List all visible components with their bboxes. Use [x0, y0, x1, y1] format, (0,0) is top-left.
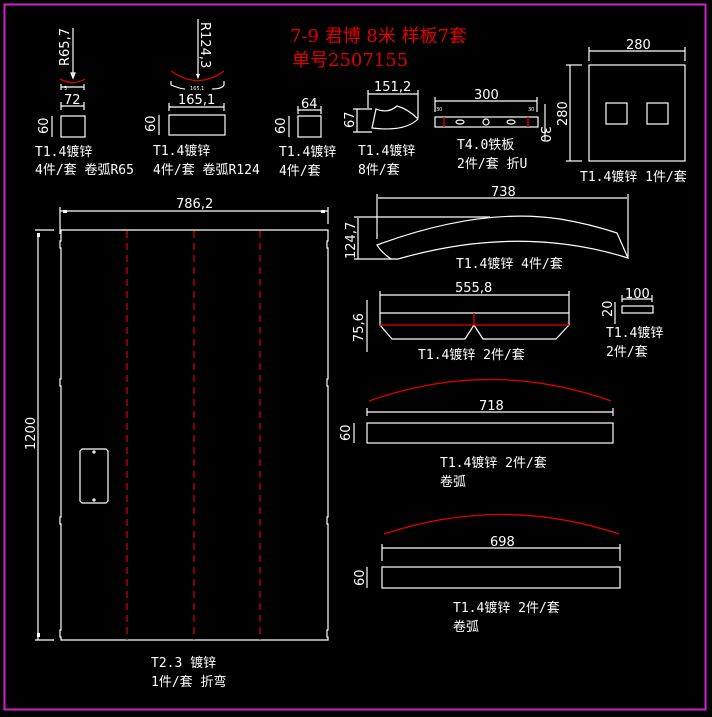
part-main-panel: 786,2 1200 T2.3 镀锌 1件/套 折弯: [24, 197, 329, 690]
part-strip-698: 698 60 T1.4镀锌 2件/套 卷弧: [353, 513, 621, 635]
height-label: 60: [353, 569, 368, 586]
height-label: 67: [343, 111, 358, 128]
part-square-64: 64 60 T1.4镀锌 4件/套: [274, 97, 336, 179]
height-label: 60: [274, 117, 289, 134]
width-label: 100: [625, 287, 650, 302]
arc-profile: [170, 70, 225, 82]
height-label: 60: [339, 424, 354, 441]
part-plate-280: 280 280 T1.4镀锌 1件/套: [556, 38, 687, 185]
part-curve-738: 738 124,7 T1.4镀锌 4件/套: [344, 185, 630, 272]
height-label: 280: [556, 101, 571, 126]
width-label: 280: [626, 38, 651, 53]
arc-profile: [59, 78, 86, 84]
width-label: 72: [64, 93, 81, 108]
slot-hole: [455, 119, 465, 125]
height-label: 60: [37, 117, 52, 134]
part-spec: T1.4镀锌 1件/套: [580, 169, 687, 185]
part-spec: T1.4镀锌 2件/套: [453, 600, 560, 616]
part-outline: [588, 64, 686, 162]
width-label: 555,8: [455, 281, 492, 296]
part-arc-r124: R124,3 165,1 165,1 60 T1.4镀锌 4件/套 卷弧R124: [144, 19, 260, 178]
part-outline: [366, 422, 614, 444]
arc-profile: [368, 378, 612, 402]
part-spec: T1.4镀锌 4件/套: [456, 256, 563, 272]
height-label: 124,7: [344, 222, 359, 259]
width-label: 738: [491, 185, 516, 200]
width-label: 300: [474, 88, 499, 103]
width-label: 64: [301, 97, 318, 112]
part-spec: T1.4镀锌: [153, 143, 210, 159]
part-outline: [371, 105, 419, 130]
end-label-right: 30: [528, 107, 534, 113]
arc-chord-label: 5: [64, 86, 67, 92]
part-spec: T1.4镀锌 2件/套: [440, 455, 547, 471]
part-strip-100: 100 20 T1.4镀锌 2件/套: [601, 287, 663, 360]
part-qty: 4件/套 卷弧R124: [153, 162, 260, 178]
part-outline: [59, 229, 329, 641]
part-arc-r65: R65,7 5 72 60 T1.4镀锌 4件/套 卷弧R65: [35, 28, 134, 178]
part-spec: T1.4镀锌: [358, 143, 415, 159]
part-outline: [621, 305, 654, 314]
height-label: 60: [144, 115, 159, 132]
arrow-head: [70, 72, 76, 80]
width-label: 165,1: [178, 93, 215, 108]
width-label: 786,2: [176, 197, 213, 212]
part-qty: 4件/套 卷弧R65: [35, 162, 134, 178]
part-qty: 1件/套 折弯: [151, 674, 226, 690]
part-outline: [168, 114, 226, 136]
square-hole: [646, 102, 669, 125]
dim-tick: [321, 210, 325, 213]
part-outline: [381, 566, 621, 589]
part-outline: [434, 116, 539, 128]
part-strip-718: 718 60 T1.4镀锌 2件/套 卷弧: [339, 378, 614, 490]
part-note: 卷弧: [453, 619, 479, 635]
part-spec: T1.4镀锌: [35, 144, 92, 160]
dim-tick: [37, 633, 40, 637]
part-spec: T2.3 镀锌: [151, 655, 216, 671]
part-fan-151: 151,2 67 T1.4镀锌 8件/套: [343, 80, 419, 178]
part-iron-300: 300 30 30 30 T4.0铁板 2件/套 折U: [434, 88, 552, 172]
part-spec: T1.4镀锌 2件/套: [418, 347, 525, 363]
part-qty: 8件/套: [358, 162, 400, 178]
part-spec: T4.0铁板: [457, 138, 514, 153]
cutout-window: [79, 448, 109, 504]
part-spec: T1.4镀锌: [606, 325, 663, 341]
part-qty: 4件/套: [279, 163, 321, 179]
height-label: 1200: [24, 417, 39, 450]
square-hole: [605, 102, 628, 125]
part-trap-555: 555,8 75,6 T1.4镀锌 2件/套: [352, 281, 570, 363]
arrow-head: [196, 74, 200, 79]
arc-profile: [383, 513, 620, 535]
drawing-frame: [3, 3, 707, 711]
part-qty: 2件/套 折U: [457, 156, 527, 172]
arc-chord-dim: [170, 81, 225, 90]
radius-label: R65,7: [58, 28, 73, 66]
part-outline: [297, 115, 322, 138]
order-number: 单号2507155: [292, 50, 408, 71]
height-label: 30: [537, 126, 552, 143]
part-spec: T1.4镀锌: [279, 144, 336, 160]
dim-tick: [63, 210, 67, 213]
part-note: 卷弧: [440, 474, 466, 490]
drawing-title: 7-9 君博 8米 样板7套: [290, 26, 467, 47]
screw-hole: [92, 450, 96, 454]
arc-chord-label: 165,1: [190, 86, 204, 92]
radius-label: R124,3: [197, 22, 212, 68]
end-label-left: 30: [436, 107, 442, 113]
width-label: 698: [490, 535, 515, 550]
height-label: 75,6: [352, 313, 367, 342]
round-hole: [482, 118, 490, 126]
part-outline: [379, 312, 570, 340]
slot-hole: [506, 119, 516, 125]
dim-tick: [37, 233, 40, 237]
height-label: 20: [601, 300, 616, 317]
part-outline: [60, 115, 86, 138]
width-label: 151,2: [374, 80, 411, 95]
part-outline: [376, 215, 630, 260]
width-label: 718: [479, 399, 504, 414]
screw-hole: [92, 498, 96, 502]
part-qty: 2件/套: [606, 344, 648, 360]
